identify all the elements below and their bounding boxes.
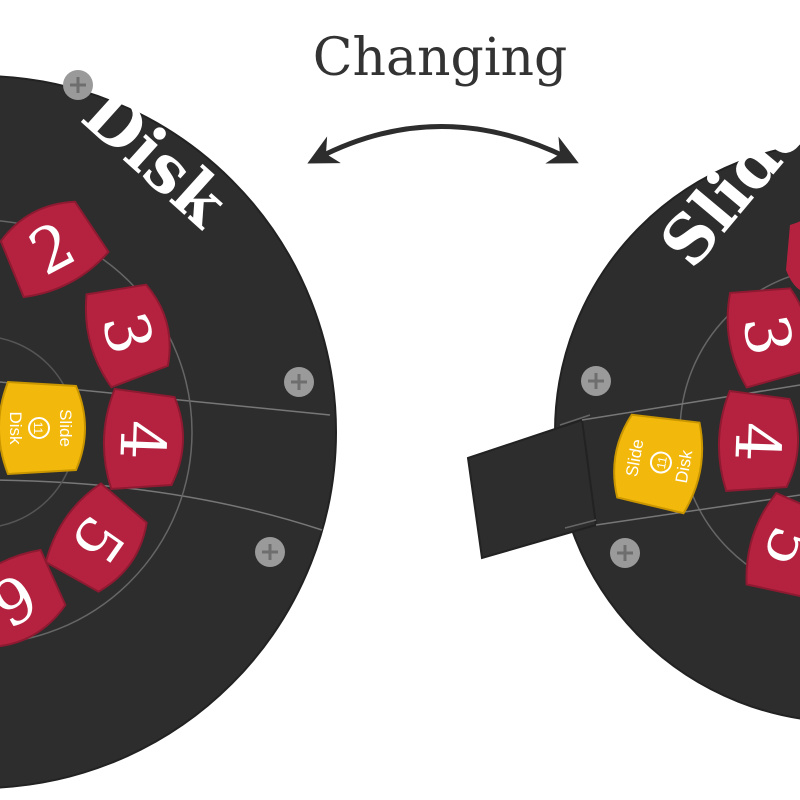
left-inner-ring [0,220,193,644]
tile: 5 [745,491,800,599]
screw-icon [284,367,314,397]
special-number: 11 [31,422,45,435]
special-number-badge [649,451,672,474]
special-number: 11 [654,455,670,470]
left-slot-line-bottom [0,479,323,531]
right-disk: Slide 3 4 5 Slide 11 Disk [466,89,800,720]
tile: 3 [84,283,171,389]
tile: 2 [0,200,110,299]
tile: 6 [0,548,67,649]
screw-icon [63,70,93,100]
tile-number: 4 [105,419,179,461]
screw-icon [610,538,640,568]
special-tile: Slide 11 Disk [0,380,86,476]
special-line1: Slide [56,409,75,447]
special-tile: Slide 11 Disk [613,413,704,515]
tile: 4 [102,387,184,490]
tile-number: 4 [720,421,794,463]
screw-icon [581,366,611,396]
left-disk: Disk 2 3 4 5 6 Slide 11 Disk [0,70,337,789]
slide-bar-edge [559,414,597,529]
heading-text: Changing [313,28,567,88]
special-line2: Disk [6,411,25,445]
screw-icon [255,537,285,567]
special-number-badge [28,417,50,439]
tile: 5 [44,482,148,593]
tile: 3 [726,287,800,389]
double-arrow-icon [307,124,579,164]
slide-track-lines [581,384,800,526]
tile: 4 [717,389,799,492]
tile-partial [786,220,800,290]
